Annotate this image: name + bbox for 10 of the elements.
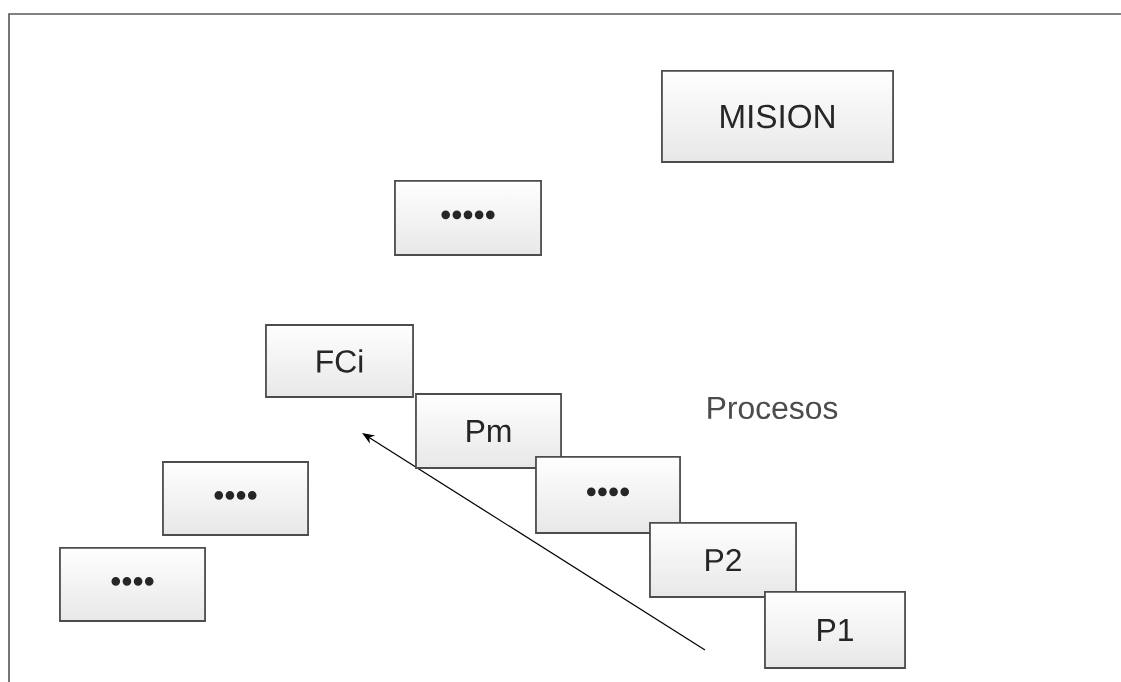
- process-box: ••••: [162, 461, 309, 536]
- process-box: ••••: [59, 547, 206, 622]
- process-box: •••••: [394, 180, 542, 256]
- process-box: ••••: [535, 456, 681, 534]
- process-box: MISION: [661, 70, 894, 163]
- process-box: FCi: [265, 324, 414, 398]
- process-box: P2: [649, 522, 797, 598]
- section-label: Procesos: [708, 396, 838, 420]
- process-box: Pm: [415, 393, 562, 469]
- process-box: P1: [764, 591, 906, 669]
